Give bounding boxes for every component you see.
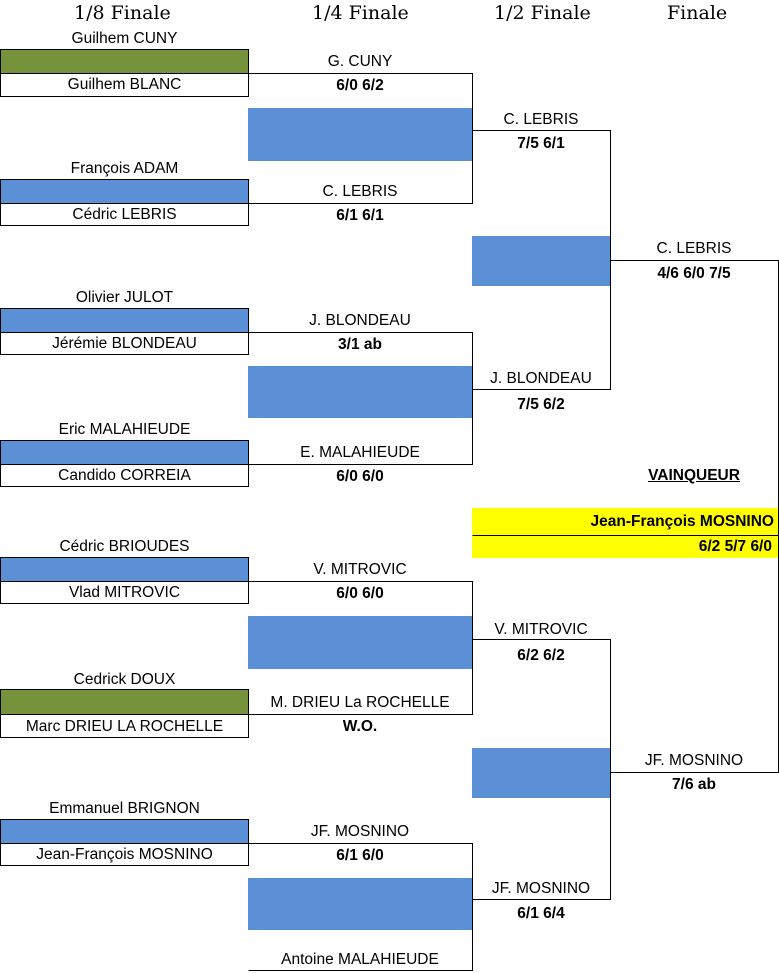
r16-m1-top-cell — [1, 50, 248, 74]
r16-m2-top-name: François ADAM — [70, 160, 179, 177]
qf-spacer-3 — [248, 616, 472, 669]
qf-connector-5 — [248, 581, 473, 640]
final-w1-name: C. LEBRIS — [656, 240, 732, 257]
r16-match-5-box — [0, 557, 249, 604]
sf-w2-score: 7/5 6/2 — [517, 396, 565, 413]
champion-label: VAINQUEUR — [648, 467, 740, 484]
qf-spacer-1 — [248, 108, 472, 161]
qf-w2-name: C. LEBRIS — [322, 183, 398, 200]
qf-connector-7 — [248, 843, 473, 900]
r16-m5-top-cell — [1, 558, 248, 581]
sf-w3-name: V. MITROVIC — [494, 621, 588, 638]
champion-score: 6/2 5/7 6/0 — [698, 538, 772, 555]
r16-match-6-box — [0, 689, 249, 738]
sf-spacer-1 — [472, 236, 610, 286]
r16-m6-bottom-name: Marc DRIEU LA ROCHELLE — [25, 718, 224, 735]
qf-w4-score: 6/0 6/0 — [336, 468, 384, 485]
final-w1-score: 4/6 6/0 7/5 — [657, 265, 731, 282]
r16-m2-divider — [0, 203, 249, 204]
r16-m1-divider — [0, 73, 249, 74]
qf-connector-6 — [248, 639, 473, 715]
qf-connector-8 — [248, 899, 473, 971]
r16-m5-top-name: Cédric BRIOUDES — [59, 538, 190, 555]
header-final: Finale — [667, 2, 728, 24]
champion-name: Jean-François MOSNINO — [590, 513, 774, 530]
qf-connector-2 — [248, 130, 473, 204]
qf-w3-name: J. BLONDEAU — [309, 312, 411, 329]
r16-m6-divider — [0, 714, 249, 715]
r16-m3-top-cell — [1, 309, 248, 332]
r16-m3-divider — [0, 332, 249, 333]
final-connector-2 — [610, 535, 779, 773]
sf-connector-2 — [472, 260, 611, 390]
final-connector-1 — [610, 260, 779, 536]
qf-w7-name: JF. MOSNINO — [310, 823, 410, 840]
r16-m5-divider — [0, 581, 249, 582]
qf-w6-name: M. DRIEU La ROCHELLE — [270, 694, 450, 711]
sf-connector-4 — [472, 772, 611, 900]
sf-spacer-2 — [472, 748, 610, 798]
r16-match-3-box — [0, 308, 249, 355]
r16-match-7-box — [0, 819, 249, 866]
qf-connector-1 — [248, 73, 473, 131]
final-w2-score: 7/6 ab — [672, 776, 716, 793]
r16-m2-top-cell — [1, 180, 248, 203]
sf-w1-name: C. LEBRIS — [503, 111, 579, 128]
sf-w1-score: 7/5 6/1 — [517, 135, 565, 152]
qf-w4-name: E. MALAHIEUDE — [300, 444, 420, 461]
qf-w3-score: 3/1 ab — [338, 336, 382, 353]
header-round-of-16: 1/8 Finale — [74, 2, 171, 24]
r16-m2-bottom-name: Cédric LEBRIS — [72, 206, 177, 223]
qf-w5-score: 6/0 6/0 — [336, 585, 384, 602]
sf-connector-1 — [472, 130, 611, 261]
r16-m4-top-cell — [1, 441, 248, 464]
header-semi-final: 1/2 Finale — [494, 2, 591, 24]
r16-m1-bottom-name: Guilhem BLANC — [67, 76, 182, 93]
r16-m6-top-cell — [1, 690, 248, 714]
sf-w3-score: 6/2 6/2 — [517, 647, 565, 664]
r16-m4-top-name: Eric MALAHIEUDE — [58, 421, 191, 438]
sf-w2-name: J. BLONDEAU — [490, 370, 592, 387]
qf-w7-score: 6/1 6/0 — [336, 847, 384, 864]
r16-match-2-box — [0, 179, 249, 226]
final-w2-name: JF. MOSNINO — [644, 752, 744, 769]
qf-connector-4 — [248, 389, 473, 465]
header-quarter-final: 1/4 Finale — [312, 2, 409, 24]
r16-m4-divider — [0, 464, 249, 465]
r16-m1-top-name: Guilhem CUNY — [71, 30, 178, 47]
qf-connector-3 — [248, 332, 473, 390]
r16-m7-bottom-name: Jean-François MOSNINO — [36, 846, 213, 863]
qf-w2-score: 6/1 6/1 — [336, 207, 384, 224]
r16-m7-top-cell — [1, 820, 248, 843]
r16-m5-bottom-name: Vlad MITROVIC — [68, 584, 181, 601]
qf-w6-score: W.O. — [342, 718, 378, 735]
r16-m3-top-name: Olivier JULOT — [75, 289, 174, 306]
qf-w5-name: V. MITROVIC — [313, 561, 407, 578]
sf-w4-name: JF. MOSNINO — [491, 880, 591, 897]
qf-bye-name: Antoine MALAHIEUDE — [281, 951, 439, 968]
qf-w1-name: G. CUNY — [327, 53, 393, 70]
sf-w4-score: 6/1 6/4 — [517, 905, 565, 922]
r16-match-4-box — [0, 440, 249, 487]
r16-m4-bottom-name: Candido CORREIA — [58, 467, 191, 484]
r16-m7-top-name: Emmanuel BRIGNON — [49, 800, 200, 817]
sf-connector-3 — [472, 639, 611, 773]
qf-spacer-4 — [248, 878, 472, 930]
champion-cell — [472, 508, 778, 558]
r16-m6-top-name: Cedrick DOUX — [73, 671, 176, 688]
qf-w1-score: 6/0 6/2 — [336, 77, 384, 94]
r16-m3-bottom-name: Jérémie BLONDEAU — [52, 335, 197, 352]
r16-m7-divider — [0, 843, 249, 844]
qf-spacer-2 — [248, 366, 472, 418]
